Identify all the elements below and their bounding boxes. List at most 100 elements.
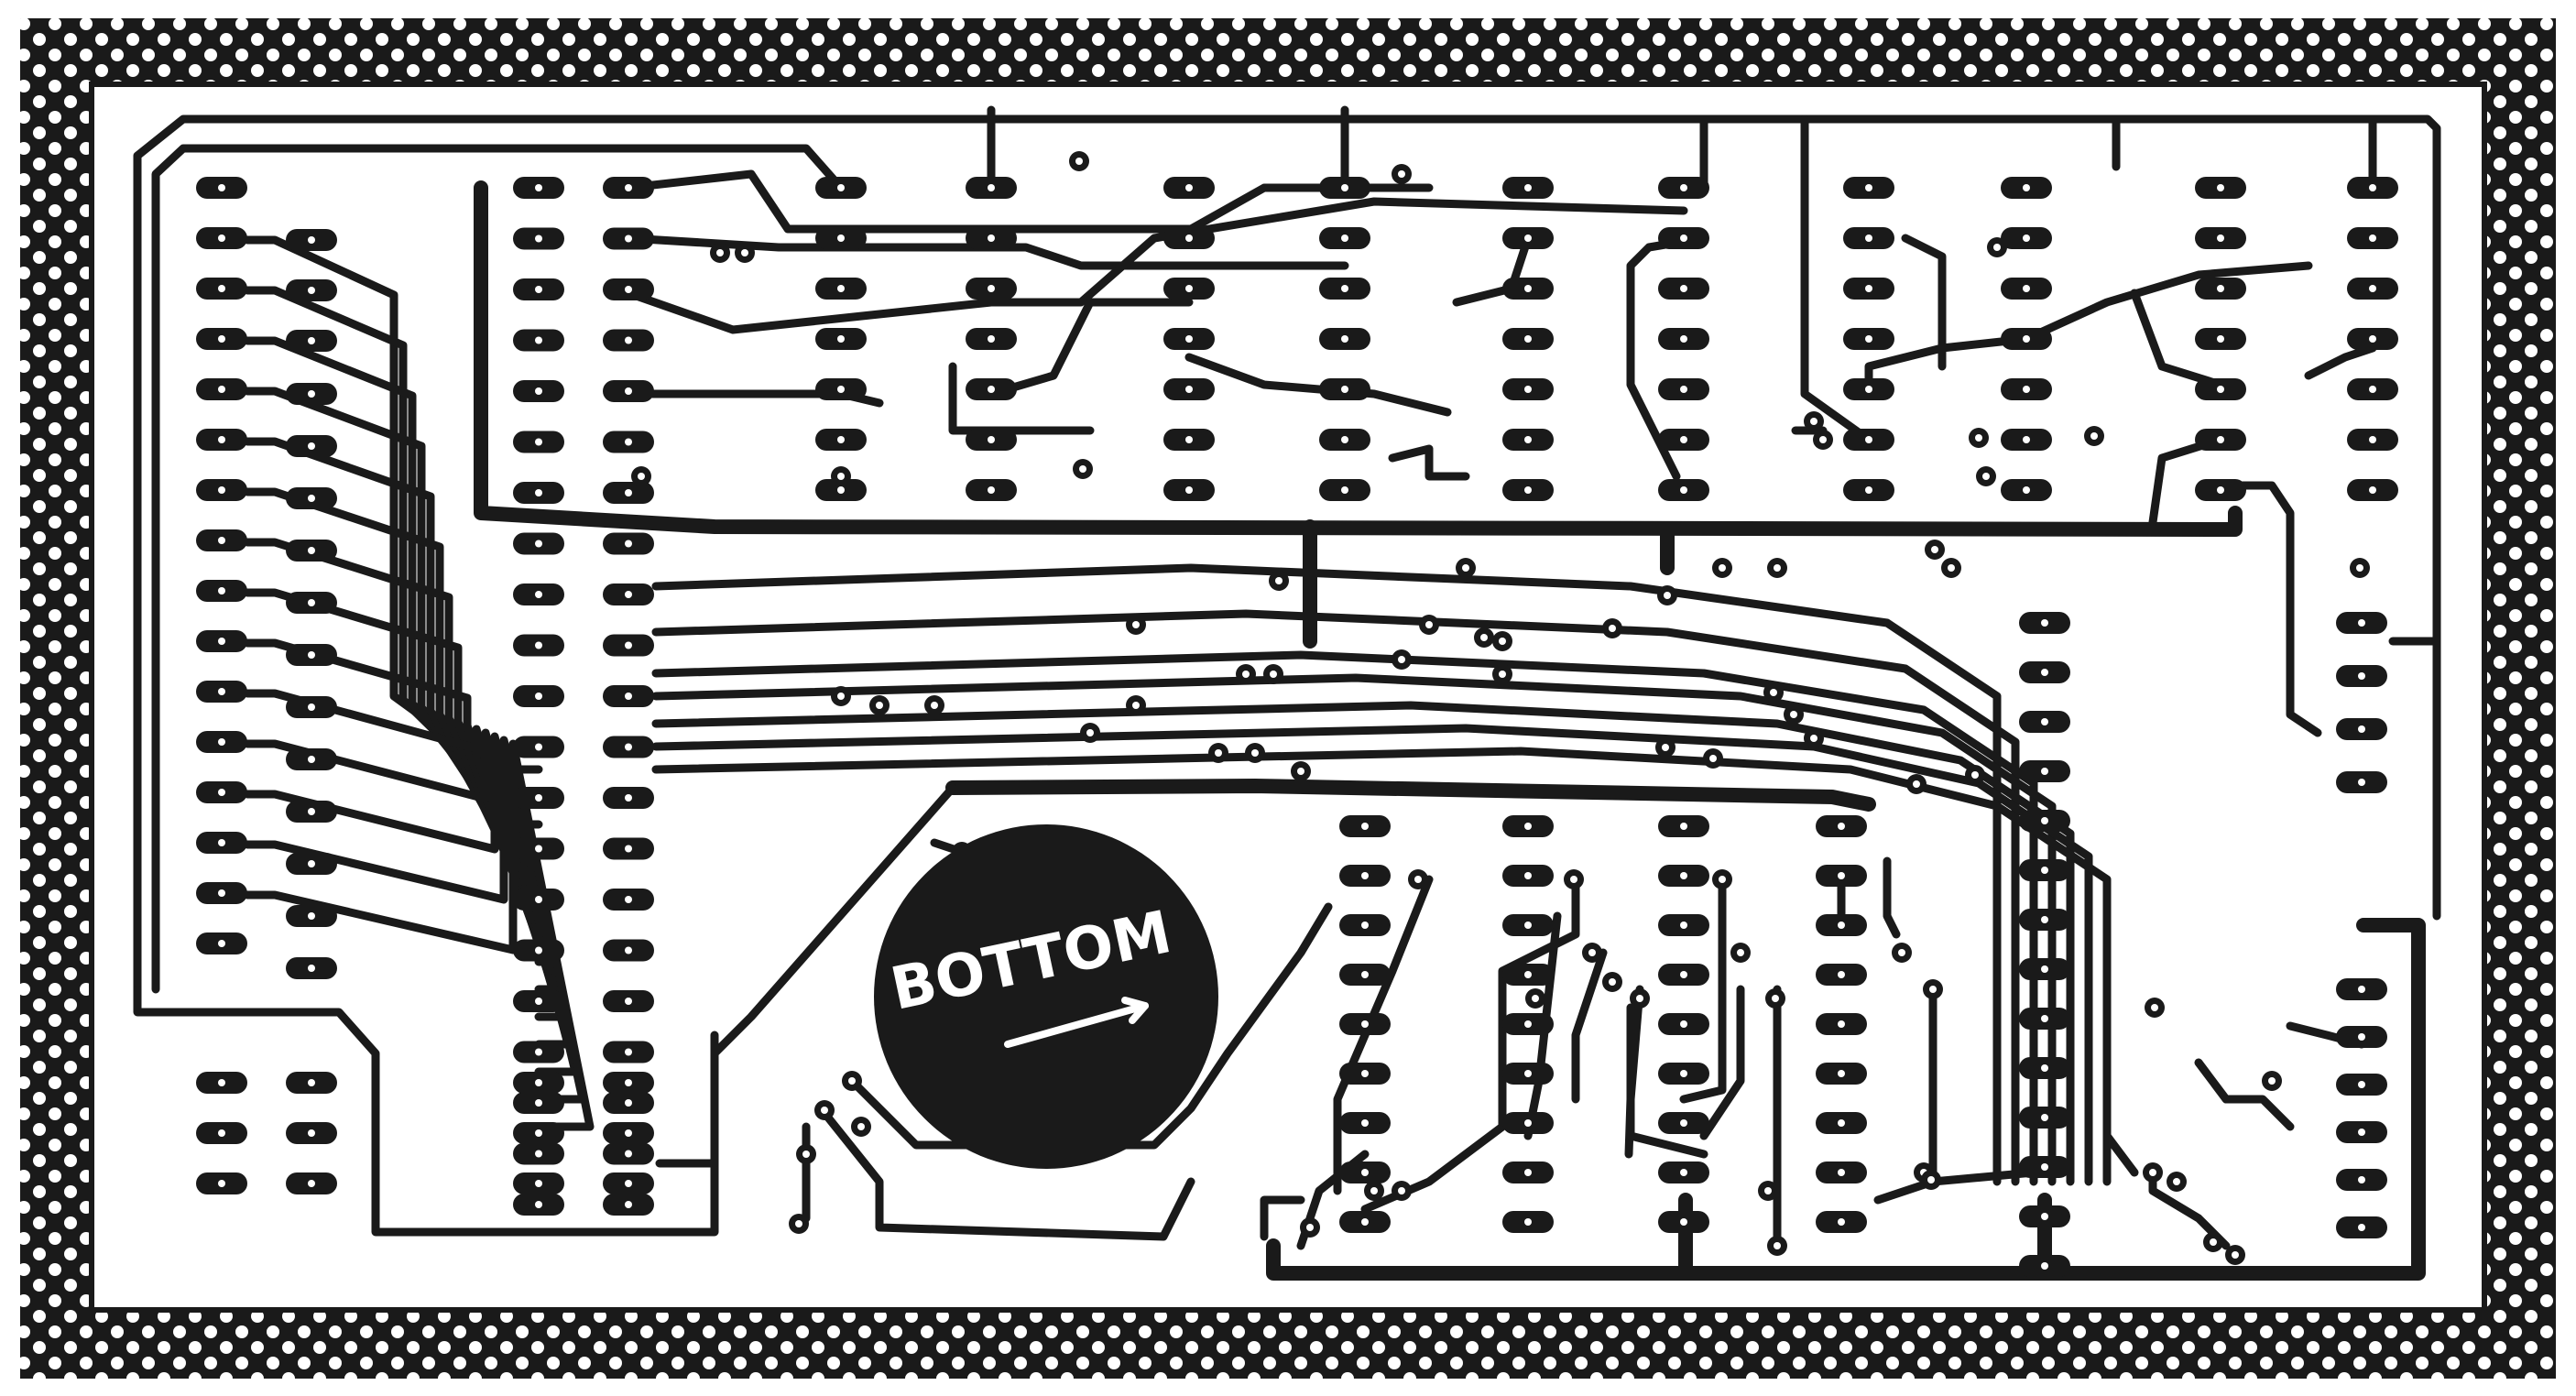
ic-pad — [2195, 479, 2246, 501]
ic-pad — [2336, 1026, 2387, 1048]
edge-pad-left — [196, 227, 247, 249]
via — [1804, 411, 1824, 431]
via — [1763, 682, 1784, 703]
via — [1804, 728, 1824, 748]
via — [1300, 1217, 1320, 1238]
via — [1767, 558, 1787, 578]
header-pad — [513, 1072, 564, 1094]
edge-pad-left — [286, 487, 337, 509]
ic-pad — [1502, 429, 1554, 451]
via — [1758, 1181, 1778, 1201]
ic-pad — [2195, 177, 2246, 199]
header-pad — [513, 634, 564, 657]
via — [1364, 1181, 1384, 1201]
ic-pad — [1658, 1112, 1709, 1134]
via — [1655, 737, 1675, 758]
ic-pad — [2019, 810, 2070, 832]
ic-pad — [2347, 227, 2398, 249]
copper-trace — [2194, 1058, 2295, 1131]
copper-trace — [1388, 444, 1470, 481]
via — [710, 243, 730, 263]
ic-pad — [2336, 718, 2387, 740]
via — [1419, 615, 1439, 635]
via — [789, 1214, 809, 1234]
via — [1208, 743, 1228, 763]
vias-layer — [631, 151, 2370, 1265]
edge-pad-left — [286, 279, 337, 301]
ic-pad — [1339, 1013, 1391, 1035]
header-pad — [513, 1194, 564, 1216]
ic-pad — [2019, 958, 2070, 980]
via — [1408, 869, 1428, 889]
ic-pad — [2001, 278, 2052, 300]
ic-pad — [1658, 1211, 1709, 1233]
via — [1126, 615, 1146, 635]
ic-pad — [1816, 1112, 1867, 1134]
via — [1602, 618, 1622, 638]
ic-pad — [1339, 1112, 1391, 1134]
ic-pad — [2019, 1156, 2070, 1178]
copper-trace — [1571, 948, 1608, 1104]
header-pad — [603, 1172, 654, 1194]
ic-pad — [1843, 429, 1894, 451]
via — [2167, 1172, 2187, 1192]
edge-pad-left — [286, 853, 337, 875]
copper-trace — [2304, 344, 2377, 380]
edge-pad-left — [196, 1172, 247, 1194]
ic-pad — [2336, 612, 2387, 634]
ic-pad — [1163, 177, 1215, 199]
via — [924, 695, 944, 715]
header-pad — [603, 736, 654, 758]
ic-pad — [2001, 429, 2052, 451]
ic-pad — [1319, 227, 1370, 249]
ic-pad — [2019, 859, 2070, 881]
ic-pad — [1658, 328, 1709, 350]
copper-trace — [651, 650, 2038, 1186]
header-pad — [513, 685, 564, 707]
header-pad — [513, 583, 564, 605]
header-pad — [513, 278, 564, 300]
ic-pad — [1502, 479, 1554, 501]
via — [1730, 943, 1751, 963]
ic-pad — [1843, 227, 1894, 249]
ic-pad — [2336, 978, 2387, 1000]
via — [2084, 426, 2104, 446]
ic-pad — [1658, 378, 1709, 400]
ic-pad — [966, 479, 1017, 501]
ic-pad — [2019, 909, 2070, 931]
ic-pad — [2336, 1216, 2387, 1238]
via — [631, 466, 651, 486]
edge-pad-left — [286, 905, 337, 927]
ic-pad — [1339, 815, 1391, 837]
header-pad — [603, 1072, 654, 1094]
ic-pad — [1843, 479, 1894, 501]
ic-pad — [2347, 479, 2398, 501]
header-pad — [513, 177, 564, 199]
via — [1080, 723, 1100, 743]
ic-pad — [2347, 177, 2398, 199]
ic-pad — [2001, 227, 2052, 249]
ic-pad — [1502, 815, 1554, 837]
edge-pad-left — [196, 177, 247, 199]
ic-pad — [1843, 378, 1894, 400]
header-pad — [603, 380, 654, 402]
header-pad — [513, 329, 564, 352]
via — [1712, 869, 1732, 889]
ic-pad — [815, 479, 867, 501]
ic-pad — [1339, 1211, 1391, 1233]
ic-pad — [1163, 479, 1215, 501]
edge-pad-left — [196, 781, 247, 803]
copper-trace — [151, 144, 846, 994]
ic-pad — [1163, 278, 1215, 300]
ic-pad — [1816, 1063, 1867, 1085]
header-pad — [513, 431, 564, 453]
via — [2262, 1071, 2282, 1091]
ic-pad — [1658, 278, 1709, 300]
header-pad — [513, 1092, 564, 1114]
ic-pad — [1658, 914, 1709, 936]
ic-pad — [2347, 278, 2398, 300]
via — [1263, 664, 1283, 684]
ic-pad — [1816, 815, 1867, 837]
via — [735, 243, 755, 263]
via — [1925, 540, 1945, 560]
